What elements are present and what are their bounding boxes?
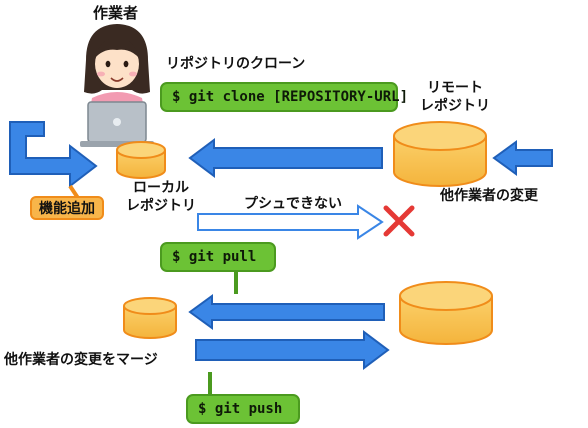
push-arrow xyxy=(195,330,390,370)
failed-push-arrow xyxy=(197,204,384,240)
local-repo-cylinder-bottom xyxy=(123,297,177,339)
push-fail-caption: プシュできない xyxy=(244,196,342,212)
remote-repo-cylinder xyxy=(393,121,487,187)
remote-repo-label: リモート レポジトリ xyxy=(420,80,490,114)
push-command: $ git push xyxy=(186,394,300,424)
pull-command: $ git pull xyxy=(160,242,276,272)
others-changes-arrow xyxy=(492,140,553,176)
worker-label: 作業者 xyxy=(93,4,139,22)
local-repo-cylinder xyxy=(116,141,166,179)
others-changes-label: 他作業者の変更 xyxy=(440,188,538,204)
person-illustration xyxy=(84,24,150,120)
cross-icon xyxy=(383,205,415,237)
pull-arrow xyxy=(188,294,385,330)
clone-command: $ git clone [REPOSITORY-URL] xyxy=(160,82,408,112)
feature-add-tag: 機能追加 xyxy=(30,196,104,220)
clone-arrow xyxy=(188,138,383,178)
merge-label: 他作業者の変更をマージ xyxy=(4,352,158,368)
feature-loop-arrow xyxy=(9,121,98,189)
laptop-icon xyxy=(80,101,154,147)
remote-repo-cylinder-bottom xyxy=(399,281,493,345)
local-repo-label: ローカル レポジトリ xyxy=(126,180,196,214)
clone-caption: リポジトリのクローン xyxy=(166,56,306,72)
